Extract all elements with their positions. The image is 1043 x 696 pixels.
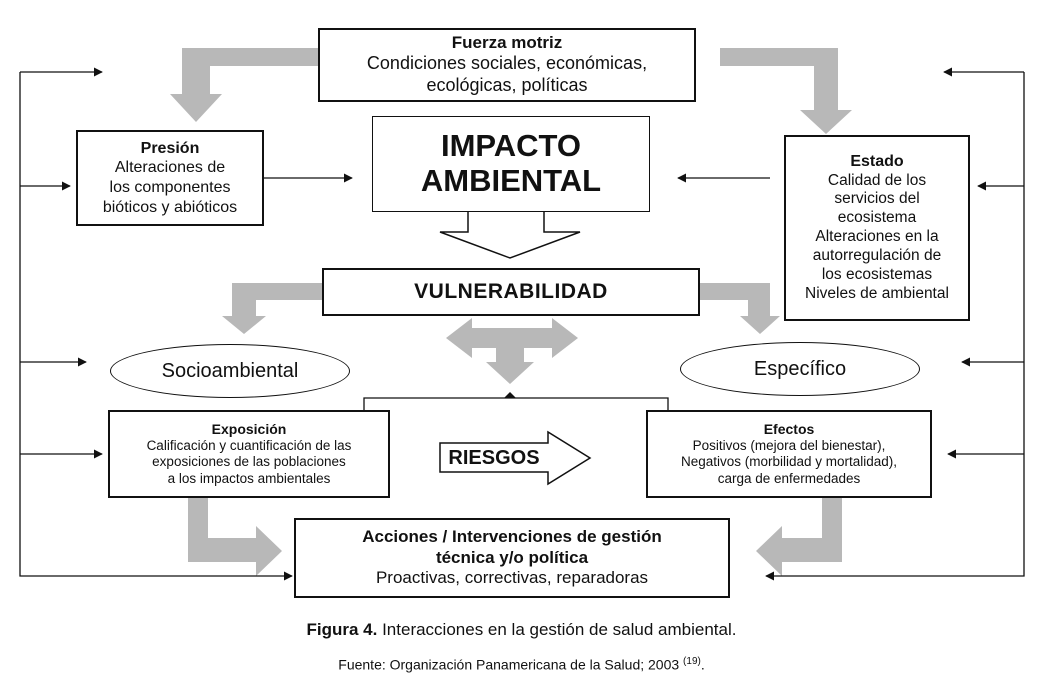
especifico-ellipse: Específico: [680, 342, 920, 396]
exposicion-line: Calificación y cuantificación de las: [146, 437, 352, 453]
gray-arrow-exposicion-to-acciones: [188, 498, 282, 576]
source-text: Fuente: Organización Panamericana de la …: [338, 656, 684, 673]
fuerza-motriz-title: Fuerza motriz: [451, 32, 563, 52]
bracket-tip: [504, 392, 516, 398]
fuerza-motriz-box: Fuerza motriz Condiciones sociales, econ…: [318, 28, 696, 102]
gray-double-arrow: [446, 318, 578, 384]
gray-arrow-fuerza-to-estado: [720, 48, 852, 134]
vulnerabilidad-label: VULNERABILIDAD: [414, 280, 608, 304]
gray-arrow-efectos-to-acciones: [756, 498, 842, 576]
estado-line: los ecosistemas: [821, 266, 933, 284]
presion-title: Presión: [140, 139, 200, 157]
exposicion-line: a los impactos ambientales: [167, 470, 331, 486]
estado-line: ecosistema: [837, 209, 917, 227]
estado-line: Alteraciones en la: [815, 228, 939, 246]
riesgos-label: RIESGOS: [448, 446, 540, 469]
acciones-title: Acciones / Intervenciones de gestión: [362, 526, 662, 546]
estado-box: Estado Calidad de los servicios del ecos…: [784, 135, 970, 321]
source-ref: (19): [683, 656, 701, 667]
efectos-line: Negativos (morbilidad y mortalidad),: [680, 454, 898, 470]
efectos-line: Positivos (mejora del bienestar),: [692, 437, 886, 453]
efectos-box: Efectos Positivos (mejora del bienestar)…: [646, 410, 932, 498]
riesgos-arrow: [439, 430, 592, 486]
estado-line: Calidad de los: [827, 171, 927, 189]
fuerza-motriz-line: Condiciones sociales, económicas,: [366, 53, 648, 74]
estado-title: Estado: [850, 153, 904, 171]
vulnerabilidad-box: VULNERABILIDAD: [322, 268, 700, 316]
estado-line: autorregulación de: [812, 247, 942, 265]
estado-line: servicios del: [834, 190, 920, 208]
exposicion-line: exposiciones de las poblaciones: [152, 454, 346, 470]
figure-caption: Figura 4. Interacciones en la gestión de…: [0, 620, 1043, 640]
impacto-line: AMBIENTAL: [420, 163, 602, 198]
right-feedback-line: [765, 72, 1025, 581]
acciones-line: Proactivas, correctivas, reparadoras: [375, 568, 649, 588]
gray-arrow-fuerza-to-presion: [170, 48, 318, 122]
presion-line: Alteraciones de: [114, 159, 226, 177]
presion-box: Presión Alteraciones de los componentes …: [76, 130, 264, 226]
impacto-down-arrow: [439, 209, 581, 259]
presion-line: bióticos y abióticos: [102, 198, 238, 216]
exposicion-box: Exposición Calificación y cuantificación…: [108, 410, 390, 498]
source-caption: Fuente: Organización Panamericana de la …: [0, 656, 1043, 673]
acciones-box: Acciones / Intervenciones de gestión téc…: [294, 518, 730, 598]
efectos-line: carga de enfermedades: [717, 470, 861, 486]
socioambiental-label: Socioambiental: [161, 359, 299, 382]
fuerza-motriz-line: ecológicas, políticas: [426, 75, 588, 96]
presion-line: los componentes: [109, 179, 231, 196]
especifico-label: Específico: [753, 357, 847, 380]
gray-arrow-vuln-to-socio: [222, 283, 322, 334]
left-feedback-line: [19, 72, 293, 581]
figure-label: Figura 4.: [306, 620, 378, 639]
gray-arrow-vuln-to-especifico: [700, 283, 780, 334]
socioambiental-ellipse: Socioambiental: [110, 344, 350, 398]
estado-line: Niveles de ambiental: [805, 285, 949, 303]
exposicion-title: Exposición: [211, 420, 287, 437]
impacto-ambiental-box: IMPACTO AMBIENTAL: [372, 116, 650, 212]
figure-text: Interacciones en la gestión de salud amb…: [377, 620, 737, 639]
source-end: .: [700, 656, 705, 673]
bracket-exposicion-efectos: [363, 397, 669, 410]
acciones-title: técnica y/o política: [435, 547, 589, 567]
impacto-line: IMPACTO: [440, 128, 582, 164]
efectos-title: Efectos: [763, 420, 815, 437]
